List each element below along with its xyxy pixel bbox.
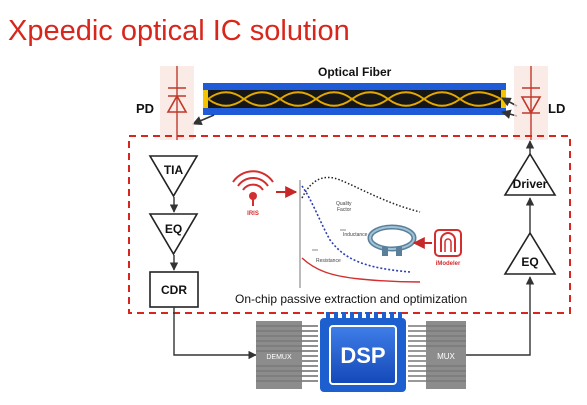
fiber-label: Optical Fiber — [318, 65, 392, 79]
cdr-block — [149, 271, 199, 308]
tia-label: TIA — [164, 163, 184, 177]
demux-to-dsp-lines — [302, 325, 318, 382]
dsp-to-mux-lines — [408, 325, 426, 382]
resistance-curve — [301, 257, 421, 283]
driver-block — [503, 152, 557, 196]
demux-block — [256, 321, 302, 389]
mux-block — [426, 321, 466, 389]
extraction-inset: IRIS Quality Factor Inductance Resistanc… — [232, 170, 462, 288]
mux-to-eq-arrow — [466, 276, 535, 356]
cdr-label: CDR — [161, 283, 187, 297]
imodeler-label: iModeler — [436, 261, 461, 267]
resistance-label: Resistance — [316, 258, 341, 264]
driver-label: Driver — [513, 177, 548, 191]
optical-fiber — [203, 83, 506, 115]
mux-label: MUX — [437, 352, 455, 361]
quality-factor-curve — [301, 176, 421, 213]
photodiode-icon — [160, 66, 194, 140]
eq-right-block — [503, 231, 557, 275]
cdr-to-demux-arrow — [173, 307, 257, 360]
pd-label: PD — [136, 101, 154, 116]
laser-diode-icon — [514, 66, 548, 140]
eq-left-label: EQ — [165, 222, 182, 236]
dsp-chip — [320, 312, 406, 392]
imodeler-logo-icon — [434, 229, 462, 257]
fiber-to-pd-arrow — [192, 114, 215, 126]
dsp-label: DSP — [340, 343, 385, 368]
demux-label: DEMUX — [266, 354, 292, 361]
inductance-curve — [301, 185, 411, 273]
eq-left-block — [148, 213, 199, 256]
iris-logo-icon — [232, 170, 274, 206]
iris-label: IRIS — [247, 211, 259, 217]
light-wave — [207, 91, 502, 107]
inductance-label: Inductance — [343, 232, 368, 238]
inductor-ring-icon — [367, 224, 417, 256]
quality-factor-label-2: Factor — [337, 207, 352, 213]
quality-factor-label-1: Quality — [336, 201, 352, 207]
tia-block — [148, 155, 199, 198]
on-chip-region — [128, 135, 571, 314]
inset-caption: On-chip passive extraction and optimizat… — [235, 292, 467, 306]
slide-title: Xpeedic optical IC solution — [8, 15, 350, 47]
eq-right-label: EQ — [521, 255, 538, 269]
ld-label: LD — [548, 101, 565, 116]
